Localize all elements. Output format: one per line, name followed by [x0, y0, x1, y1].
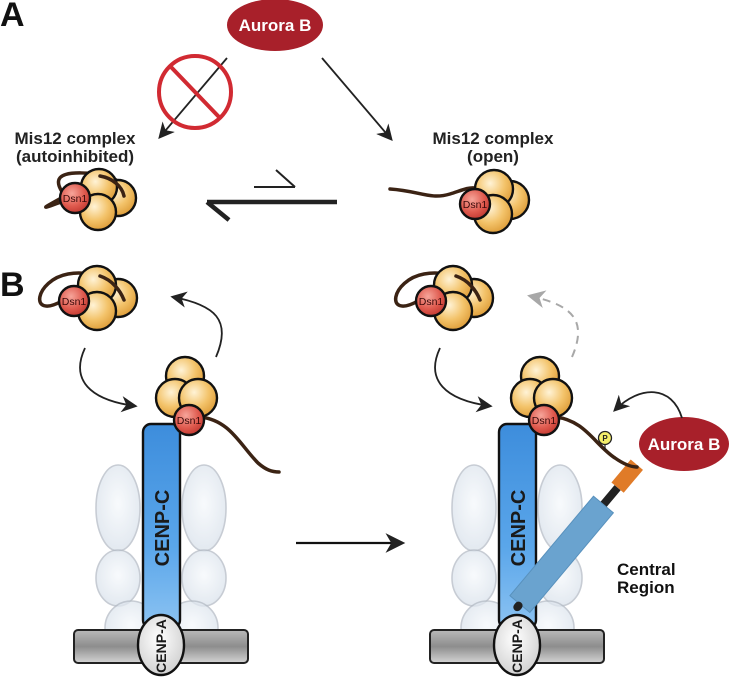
aurora-b-label: Aurora B: [239, 16, 312, 35]
central-region-label-line2: Region: [617, 578, 675, 597]
dsn1-tail-over: [454, 274, 482, 302]
panel-a-letter: A: [0, 0, 25, 34]
open-title-line1: Mis12 complex: [433, 129, 554, 148]
central-region-label-line1: Central: [617, 560, 676, 579]
panel-b-letter: B: [0, 266, 25, 304]
cenp-a-label: CENP-A: [153, 619, 169, 673]
mis12-autoinhibited-complex: Dsn1: [44, 167, 138, 232]
autoinhibited-title-line2: (autoinhibited): [16, 147, 134, 166]
dsn1-tail-over: [98, 274, 126, 302]
aurora-b-kinase-top: Aurora B: [227, 0, 323, 51]
dsn1-subunit: [172, 403, 206, 437]
phospho-marker: [597, 430, 613, 446]
cenp-c-label: CENP-C: [508, 490, 530, 567]
dsn1-tail: [553, 415, 639, 469]
release-arrow-dashed: [527, 290, 580, 358]
linker-black: [599, 485, 621, 509]
cenp-a-nucleosome: [136, 613, 186, 677]
dsn1-subunit: [414, 284, 448, 318]
mis12-bound-complex: Dsn1 P: [509, 355, 639, 469]
cenp-c-label: CENP-C: [152, 490, 174, 567]
aurora-b-ellipse: [227, 0, 323, 51]
aurora-b-label: Aurora B: [648, 435, 721, 454]
cenp-a-label: CENP-A: [509, 619, 525, 673]
dsn1-tail: [388, 186, 477, 198]
linker-end: [513, 601, 523, 612]
aurora-b-kinase-bottom: Aurora B: [639, 417, 729, 471]
cenp-a-nucleosome: [492, 613, 542, 677]
panel-a: A Aurora B Mis12 complex (autoinhibited)…: [0, 0, 554, 235]
dsn1-subunit: [458, 187, 492, 221]
dsn1-label: Dsn1: [419, 296, 444, 308]
equilibrium-arrows: [205, 169, 337, 222]
dsn1-label: Dsn1: [63, 193, 88, 205]
dsn1-label: Dsn1: [532, 415, 557, 427]
panel-b-left-scene: Dsn1 CENP-C CENP-A: [37, 264, 281, 677]
dsn1-subunit: [58, 181, 92, 215]
mis12-open-complex: Dsn1: [388, 168, 531, 235]
dsn1-label: Dsn1: [177, 415, 202, 427]
release-arrow: [170, 291, 223, 358]
mis12-bound-complex: Dsn1: [154, 355, 281, 474]
binding-arrow: [434, 347, 493, 413]
dsn1-subunit: [527, 403, 561, 437]
mis12-autoinhibited-free: Dsn1: [37, 264, 139, 332]
dsn1-tail-over: [98, 174, 126, 198]
dsn1-tail: [198, 415, 281, 474]
prohibited-icon: [157, 54, 233, 130]
dsn1-subunit: [57, 284, 91, 318]
autoinhibited-title-line1: Mis12 complex: [15, 129, 136, 148]
phosphorylation-arrow: [613, 391, 683, 419]
phospho-label: P: [602, 434, 608, 443]
open-title-line2: (open): [467, 147, 519, 166]
inhibited-arrow: [158, 57, 228, 140]
dsn1-label: Dsn1: [463, 199, 488, 211]
aurora-b-ellipse: [639, 417, 729, 471]
panel-b: B Dsn1: [0, 264, 729, 677]
binding-arrow: [79, 347, 138, 413]
dsn1-label: Dsn1: [62, 296, 87, 308]
activation-arrow: [321, 57, 393, 142]
panel-b-right-scene: Dsn1 CENP-C: [393, 264, 729, 677]
mis12-autoinhibited-free: Dsn1: [393, 264, 495, 332]
